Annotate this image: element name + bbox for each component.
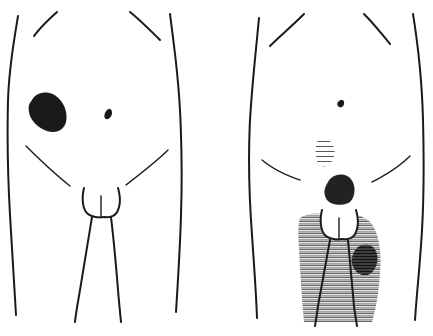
right-torso-collar-right [364, 14, 390, 44]
left-torso-thigh-inner-right [111, 217, 121, 322]
right-torso-figure [249, 14, 424, 326]
left-torso-large-lesion [29, 93, 67, 132]
right-torso-umbilicus [337, 100, 344, 107]
left-torso-inguinal-left [26, 146, 70, 186]
left-torso-thigh-inner-left [75, 217, 92, 322]
right-torso-inguinal-left [262, 160, 300, 180]
left-torso-collar-left [34, 12, 57, 36]
right-torso-pubic-patch [316, 138, 335, 166]
right-torso-suprapubic-lesion [324, 175, 354, 205]
left-torso-inguinal-right [126, 150, 168, 185]
left-torso-right-outline [170, 14, 182, 312]
left-torso-small-lesion [104, 109, 112, 119]
right-torso-inguinal-right [372, 156, 410, 182]
right-torso-collar-left [270, 14, 304, 46]
right-torso-right-outline [413, 14, 424, 320]
left-torso-figure [8, 12, 182, 322]
right-torso-left-outline [249, 18, 259, 318]
left-torso-left-outline [8, 16, 18, 315]
left-torso-collar-right [130, 12, 160, 40]
